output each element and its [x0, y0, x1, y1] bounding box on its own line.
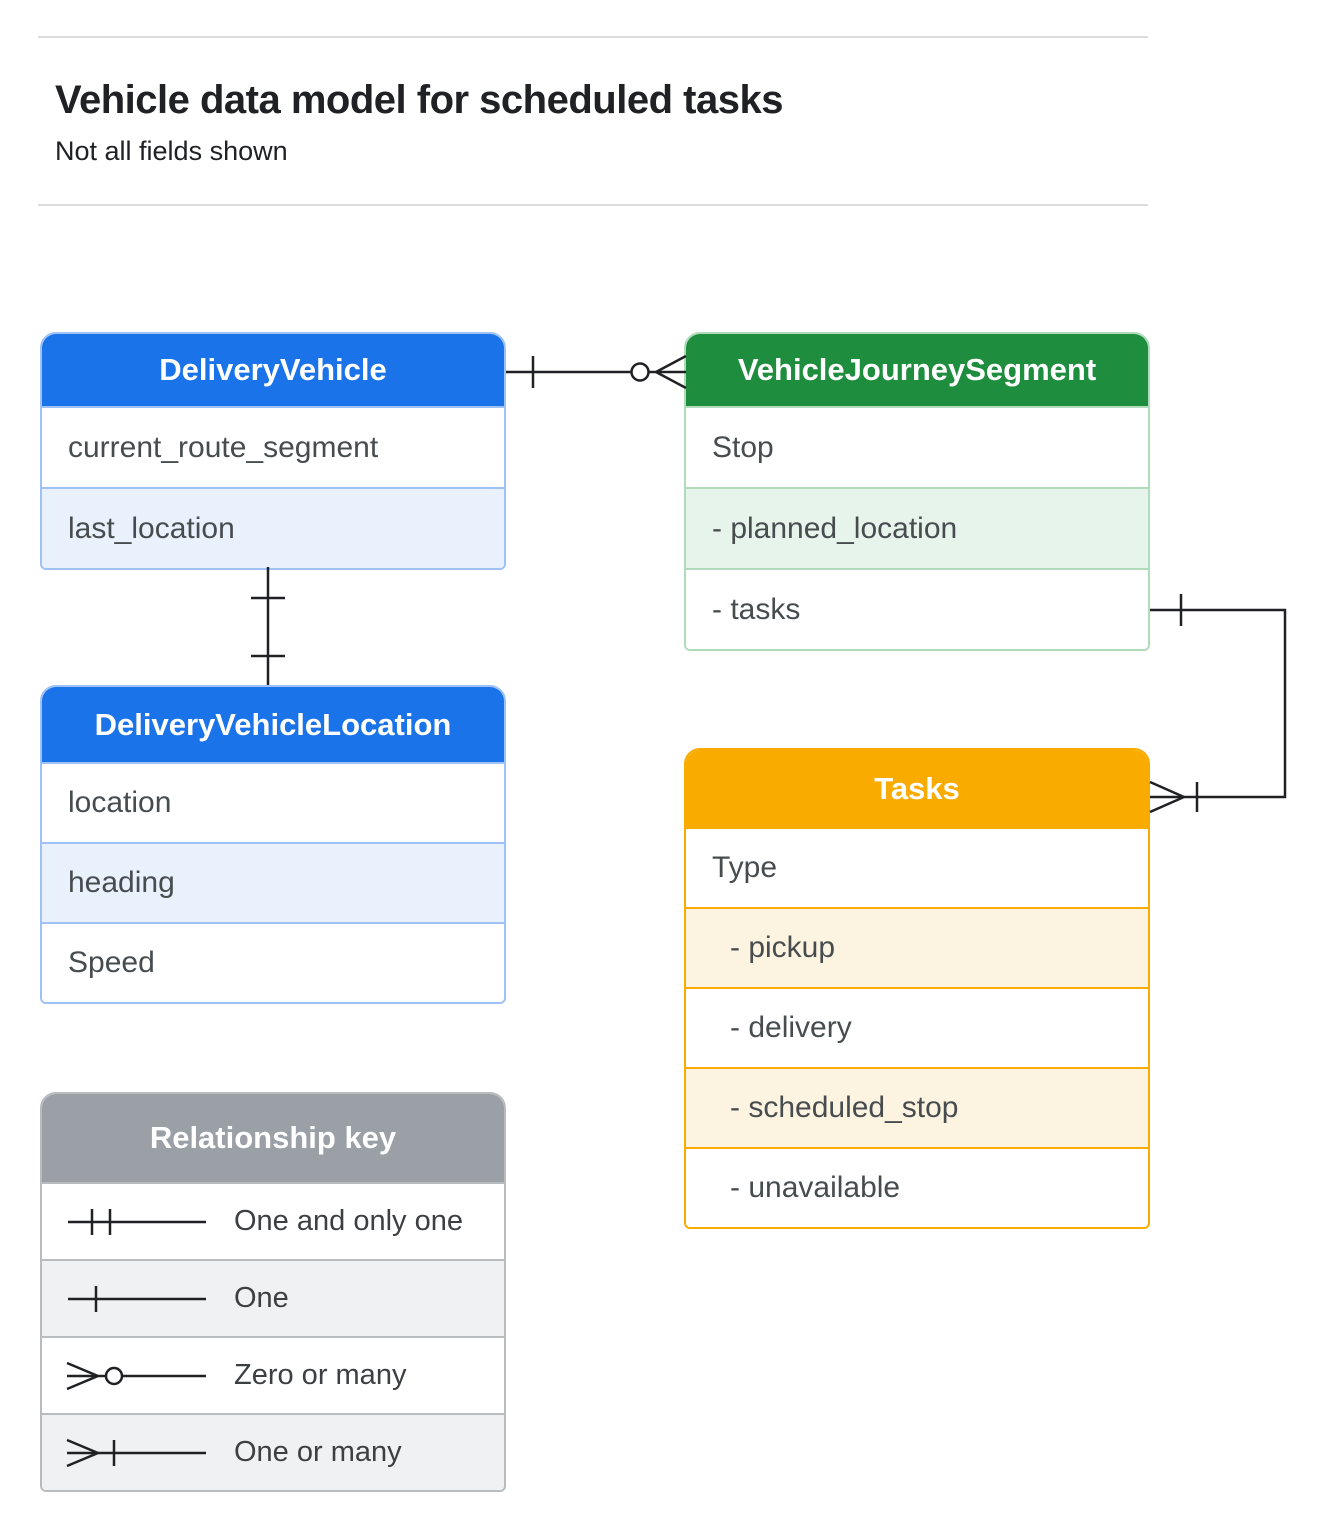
one-icon	[62, 1279, 212, 1319]
one-and-only-one-icon	[62, 1202, 212, 1242]
one-or-many-icon	[62, 1433, 212, 1473]
field-pickup: - pickup	[686, 907, 1148, 987]
entity-delivery-vehicle-location: DeliveryVehicleLocation location heading…	[40, 685, 506, 1004]
field-last-location: last_location	[42, 487, 504, 568]
legend-item-one-and-only-one: One and only one	[42, 1182, 504, 1259]
field-stop: Stop	[686, 406, 1148, 487]
field-type: Type	[686, 827, 1148, 907]
field-current-route-segment: current_route_segment	[42, 406, 504, 487]
legend-item-label: One	[234, 1282, 289, 1314]
field-unavailable: - unavailable	[686, 1147, 1148, 1227]
legend-item-label: Zero or many	[234, 1359, 407, 1391]
entity-vehicle-journey-segment-title: VehicleJourneySegment	[686, 334, 1148, 406]
entity-tasks-title: Tasks	[686, 750, 1148, 827]
entity-tasks: Tasks Type - pickup - delivery - schedul…	[684, 748, 1150, 1229]
field-delivery: - delivery	[686, 987, 1148, 1067]
top-divider	[38, 36, 1148, 38]
header-divider	[38, 204, 1148, 206]
field-speed: Speed	[42, 922, 504, 1002]
entity-delivery-vehicle-location-title: DeliveryVehicleLocation	[42, 687, 504, 762]
legend-item-zero-or-many: Zero or many	[42, 1336, 504, 1413]
page-subtitle: Not all fields shown	[55, 136, 288, 166]
field-location: location	[42, 762, 504, 842]
field-tasks: - tasks	[686, 568, 1148, 649]
zero-or-many-icon	[62, 1356, 212, 1396]
entity-vehicle-journey-segment: VehicleJourneySegment Stop - planned_loc…	[684, 332, 1150, 651]
legend-item-one-or-many: One or many	[42, 1413, 504, 1490]
entity-delivery-vehicle-title: DeliveryVehicle	[42, 334, 504, 406]
legend-item-label: One or many	[234, 1436, 402, 1468]
entity-delivery-vehicle: DeliveryVehicle current_route_segment la…	[40, 332, 506, 570]
field-planned-location: - planned_location	[686, 487, 1148, 568]
legend-item-label: One and only one	[234, 1205, 463, 1237]
relationship-key-title: Relationship key	[42, 1094, 504, 1182]
field-scheduled-stop: - scheduled_stop	[686, 1067, 1148, 1147]
legend-item-one: One	[42, 1259, 504, 1336]
page-title: Vehicle data model for scheduled tasks	[55, 78, 783, 122]
field-heading: heading	[42, 842, 504, 922]
relationship-key: Relationship key One and only one One	[40, 1092, 506, 1492]
